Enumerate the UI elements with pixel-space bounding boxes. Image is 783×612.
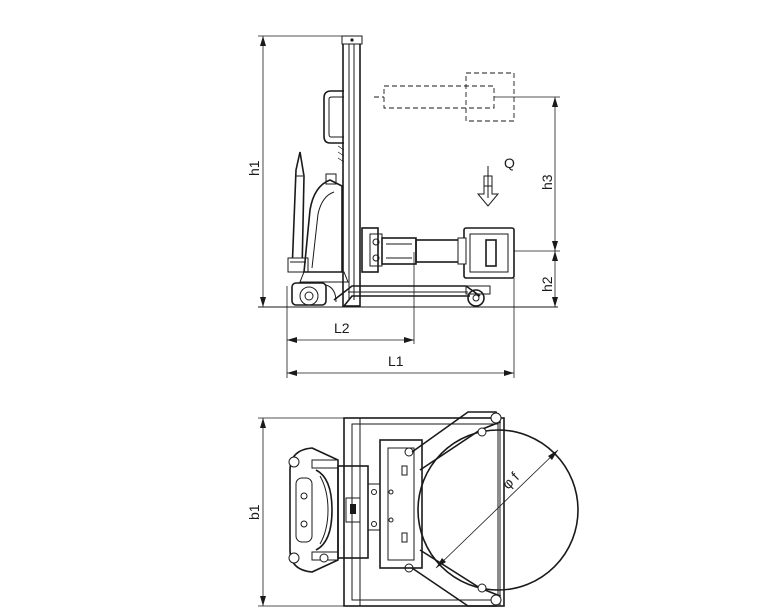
h1-label: h1 [246, 160, 262, 176]
side-view: Q h1 h3 h2 [246, 35, 560, 378]
drum-lower-position [457, 227, 515, 279]
dimension-L2: L2 [286, 252, 415, 378]
drum-clamp-carriage [361, 227, 465, 273]
tiller-handle [287, 151, 309, 273]
dimension-b1: b1 [246, 417, 344, 607]
load-label: Q [504, 155, 515, 171]
L1-label: L1 [388, 353, 404, 369]
dimension-h2: h2 [539, 251, 558, 307]
h2-label: h2 [539, 276, 555, 292]
L2-label: L2 [334, 320, 350, 336]
h3-label: h3 [539, 174, 555, 190]
caster-wheels [288, 456, 329, 564]
drum-outline [417, 429, 579, 591]
dimension-h3: h3 [494, 96, 560, 252]
top-view: φ f [246, 411, 579, 607]
drum-diameter: φ f [435, 449, 559, 569]
clamp-plate [379, 439, 423, 573]
b1-label: b1 [246, 504, 262, 520]
mast [341, 35, 363, 307]
load-arrow: Q [476, 155, 515, 207]
drive-unit [289, 447, 339, 573]
clamp-arms [411, 411, 502, 607]
dimension-h1: h1 [246, 35, 342, 307]
chassis-leg [333, 285, 481, 307]
drive-body [299, 173, 349, 283]
drive-wheel [291, 282, 337, 306]
drum-raised-position [374, 72, 515, 122]
load-wheel [465, 285, 491, 307]
dimension-L1: L1 [287, 278, 515, 378]
mast-handle [323, 90, 344, 144]
